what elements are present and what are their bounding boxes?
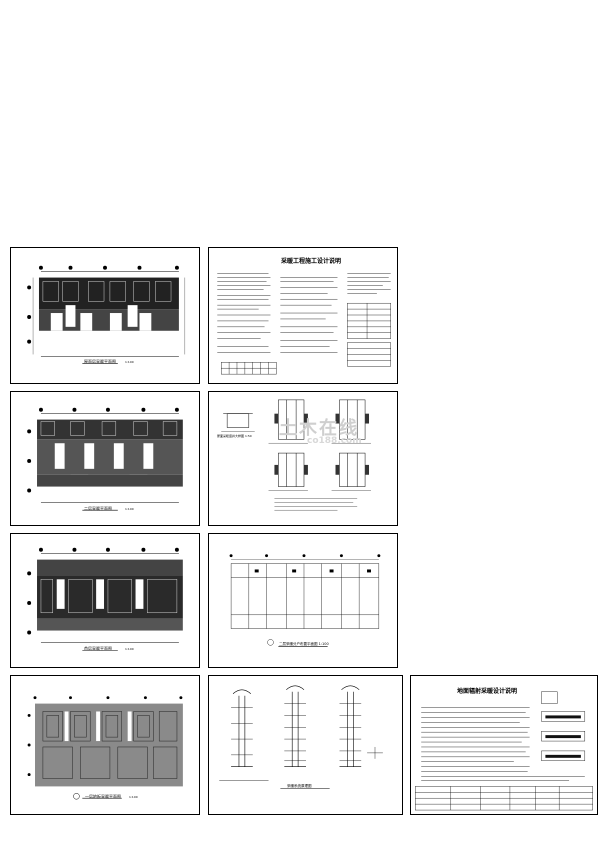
shaft-details: [221, 399, 371, 511]
drawing-sheet-7[interactable]: 一层地板采暖平面图 1:100: [10, 675, 200, 815]
radiant-notes-block: [415, 691, 593, 811]
sheet-1-caption: 屋面层采暖平面图: [84, 359, 116, 364]
sheet-1-scale: 1:100: [125, 360, 134, 364]
floor-plan-second: [27, 407, 183, 511]
distribution-plan: [229, 554, 381, 647]
drawing-sheet-1[interactable]: 屋面层采暖平面图 1:100: [10, 247, 200, 384]
floor-heating-plan: [27, 696, 183, 800]
watermark-url: co188.com: [307, 436, 362, 446]
sheet-2-title: 采暖工程施工设计说明: [281, 258, 342, 265]
watermark-text: 土木在线: [279, 418, 359, 439]
drawing-sheet-9[interactable]: 地面辐射采暖设计说明: [410, 675, 598, 815]
sheet-3-caption: 二层采暖平面图: [84, 506, 112, 511]
drawing-sheet-3[interactable]: 二层采暖平面图 1:100: [10, 391, 200, 526]
sheet-3-scale: 1:100: [125, 507, 134, 511]
drawing-sheet-2[interactable]: 采暖工程施工设计说明: [208, 247, 398, 384]
floor-plan-first: [27, 547, 183, 651]
sheet-5-scale: 1:100: [125, 647, 134, 651]
floor-plan-roof: [27, 265, 185, 364]
drawing-sheet-5[interactable]: 首层采暖平面图 1:100: [10, 533, 200, 668]
sheet-8-caption: 采暖系统原理图: [287, 784, 312, 788]
sheet-7-caption: 一层地板采暖平面图: [85, 794, 121, 799]
sheet-4-caption: 屋面采暖竖井大样图 1:50: [217, 434, 252, 438]
sheet-7-scale: 1:100: [129, 795, 138, 799]
drawing-sheet-4[interactable]: 屋面采暖竖井大样图 1:50 土木在线 co188.com: [208, 391, 398, 526]
riser-schematic: [219, 685, 383, 789]
notes-text-block: [217, 273, 391, 375]
sheet-6-caption: 二层采暖分户布置平面图 1:100: [279, 642, 329, 646]
sheet-9-title: 地面辐射采暖设计说明: [457, 688, 518, 695]
sheet-5-caption: 首层采暖平面图: [84, 646, 112, 651]
drawing-sheet-6[interactable]: 二层采暖分户布置平面图 1:100: [208, 533, 398, 668]
drawing-sheet-8[interactable]: 采暖系统原理图: [208, 675, 403, 815]
